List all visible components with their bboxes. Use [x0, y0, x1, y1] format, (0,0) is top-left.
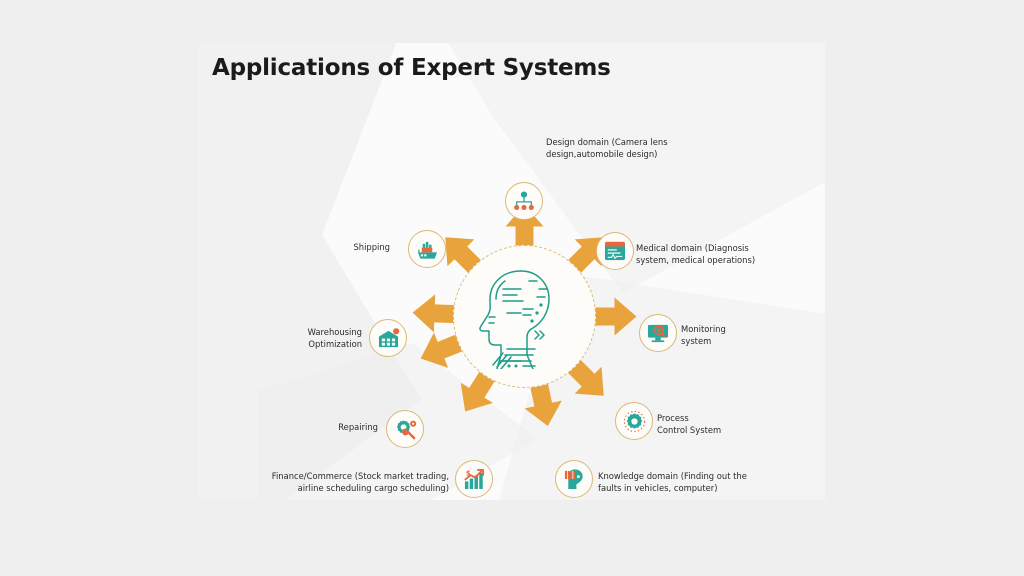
expert-systems-radial-diagram: Design domain (Camera lens design,automo…	[198, 43, 825, 500]
page-title: Applications of Expert Systems	[212, 55, 611, 81]
medical-record-window-icon	[604, 241, 626, 261]
hierarchy-icon	[513, 190, 535, 212]
cargo-ship-icon	[416, 239, 439, 260]
slide: Applications of Expert Systems	[198, 43, 825, 500]
node-shipping[interactable]	[408, 230, 446, 268]
node-process-control-system[interactable]	[615, 402, 653, 440]
ai-robot-head-icon	[477, 265, 573, 369]
head-books-icon	[563, 468, 586, 490]
label-repairing: Repairing	[338, 422, 378, 432]
label-knowledge-domain: Knowledge domain (Finding out the faults…	[598, 471, 747, 493]
node-knowledge-domain[interactable]	[555, 460, 593, 498]
node-monitoring-system[interactable]	[639, 314, 677, 352]
arrow-warehousing-optimization	[412, 294, 463, 333]
gear-wrench-icon	[394, 418, 417, 441]
node-repairing[interactable]	[386, 410, 424, 448]
label-warehousing-optimization: Warehousing Optimization	[307, 327, 362, 349]
label-finance-commerce: Finance/Commerce (Stock market trading, …	[271, 471, 449, 493]
arrow-knowledge-domain	[524, 375, 562, 427]
node-design-domain[interactable]	[505, 182, 543, 220]
node-warehousing-optimization[interactable]	[369, 319, 407, 357]
arrows-group	[412, 204, 637, 427]
label-shipping: Shipping	[353, 242, 390, 252]
label-design-domain: Design domain (Camera lens design,automo…	[546, 137, 668, 159]
node-finance-commerce[interactable]: $	[455, 460, 493, 498]
center-hub	[453, 245, 596, 388]
node-medical-domain[interactable]	[596, 232, 634, 270]
label-monitoring-system: Monitoring system	[681, 324, 726, 346]
svg-text:$: $	[465, 470, 470, 478]
gear-settings-icon	[623, 410, 646, 433]
arrow-monitoring-system	[586, 297, 637, 336]
label-medical-domain: Medical domain (Diagnosis system, medica…	[636, 243, 756, 265]
bar-chart-growth-icon: $	[463, 468, 486, 490]
monitor-search-icon	[647, 323, 669, 344]
label-process-control-system: Process Control System	[657, 413, 722, 435]
warehouse-icon	[377, 327, 400, 349]
